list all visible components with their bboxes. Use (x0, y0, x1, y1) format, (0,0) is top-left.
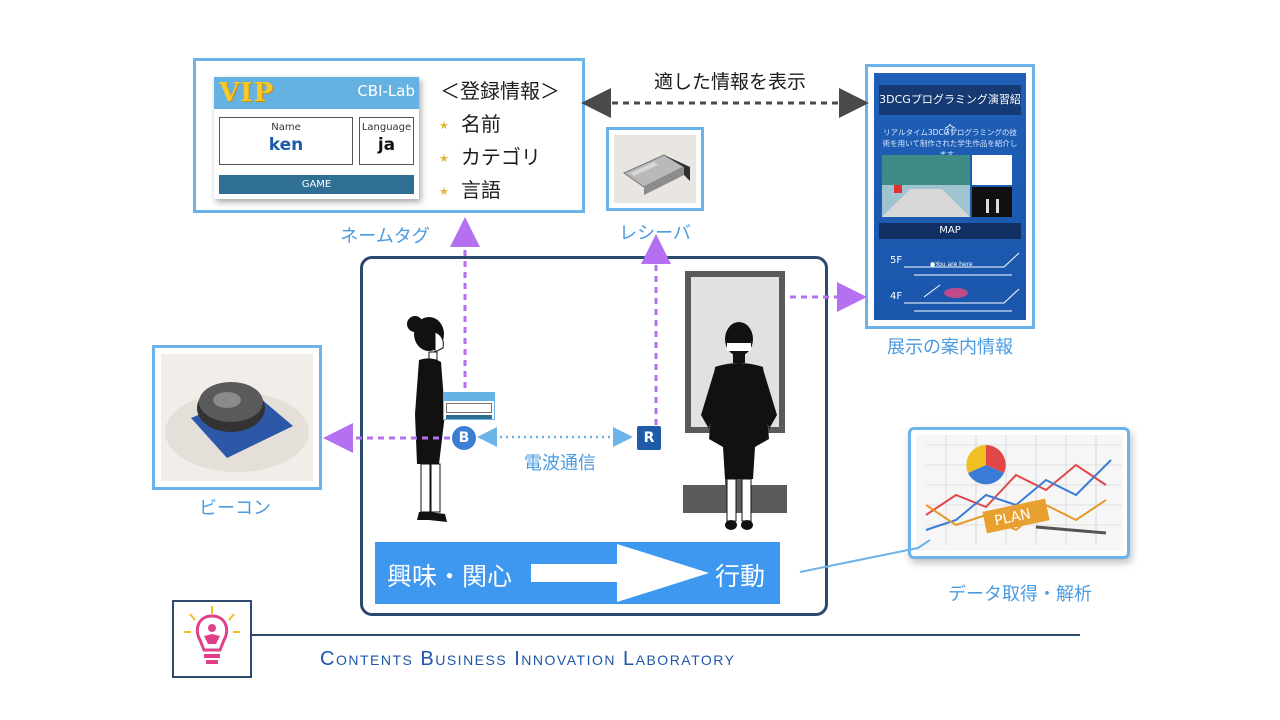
category-bar: GAME (219, 175, 414, 194)
lightbulb-person-icon (184, 606, 240, 664)
person-profile-figure (407, 316, 447, 522)
floor-map-drawing (904, 252, 1020, 312)
vip-card-header: VIP CBI-Lab (214, 77, 419, 109)
registration-item-name: ★名前 (439, 112, 501, 136)
receiver-badge: R (637, 426, 661, 450)
star-icon: ★ (439, 119, 449, 132)
phone-title: 3DCGプログラミング演習紹介 (879, 85, 1021, 136)
display-info-label: 適した情報を表示 (653, 71, 806, 93)
phone-description: リアルタイム3DCGプログラミングの技術を用いて制作された学生作品を紹介します。 (882, 128, 1018, 159)
nametag-frame: VIP CBI-Lab Name ken Language ja GAME ＜登… (193, 58, 585, 213)
person-front-figure (701, 322, 777, 530)
language-label: Language (361, 122, 412, 133)
beacon-frame (152, 345, 322, 490)
vip-logo: VIP (219, 78, 274, 108)
main-scene-panel: 興味・関心 行動 (360, 256, 828, 616)
guide-caption: 展示の案内情報 (887, 337, 1013, 358)
registration-item-category: ★カテゴリ (439, 145, 541, 169)
name-label: Name (271, 122, 301, 133)
guide-phone-screen: 3DCGプログラミング演習紹介 リアルタイム3DCGプログラミングの技術を用いて… (874, 73, 1026, 320)
analysis-frame: PLAN (908, 427, 1130, 559)
lab-name: Contents Business Innovation Laboratory (320, 648, 736, 670)
floor-4f-label: 4F (890, 291, 903, 302)
language-field: Language ja (359, 117, 414, 165)
receiver-caption: レシーバ (619, 223, 691, 244)
card-lab-name: CBI-Lab (357, 82, 415, 100)
floor-5f-label: 5F (890, 255, 903, 266)
language-value: ja (377, 135, 396, 155)
analysis-caption: データ取得・解析 (948, 584, 1092, 605)
analysis-callout-line (799, 539, 931, 573)
phone-screenshots (882, 155, 1012, 217)
usb-receiver-image (614, 135, 696, 203)
beacon-caption: ビーコン (199, 498, 271, 519)
name-value: ken (268, 135, 304, 155)
map-header: MAP (879, 223, 1021, 239)
vip-name-card: VIP CBI-Lab Name ken Language ja GAME (214, 77, 419, 199)
interest-to-action-bar: 興味・関心 行動 (375, 542, 780, 604)
action-label: 行動 (715, 562, 766, 591)
you-are-here-marker: ●You are here (930, 261, 973, 268)
registration-item-language: ★言語 (439, 178, 501, 202)
mini-name-tag (443, 392, 495, 420)
registration-title: ＜登録情報＞ (440, 79, 560, 103)
flow-arrow-icon (531, 544, 709, 602)
nametag-caption: ネームタグ (340, 226, 430, 247)
beacon-badge: B (452, 426, 476, 450)
plan-word: PLAN (993, 506, 1032, 529)
receiver-frame (606, 127, 704, 211)
guide-frame: 3DCGプログラミング演習紹介 リアルタイム3DCGプログラミングの技術を用いて… (865, 64, 1035, 329)
name-field: Name ken (219, 117, 353, 165)
analysis-chart-image: PLAN (916, 435, 1122, 551)
star-icon: ★ (439, 152, 449, 165)
interest-label: 興味・関心 (387, 562, 513, 591)
beacon-device-image (161, 354, 313, 481)
star-icon: ★ (439, 185, 449, 198)
footer-divider (252, 634, 1080, 636)
radio-communication-label: 電波通信 (524, 453, 596, 474)
lab-logo (172, 600, 252, 678)
